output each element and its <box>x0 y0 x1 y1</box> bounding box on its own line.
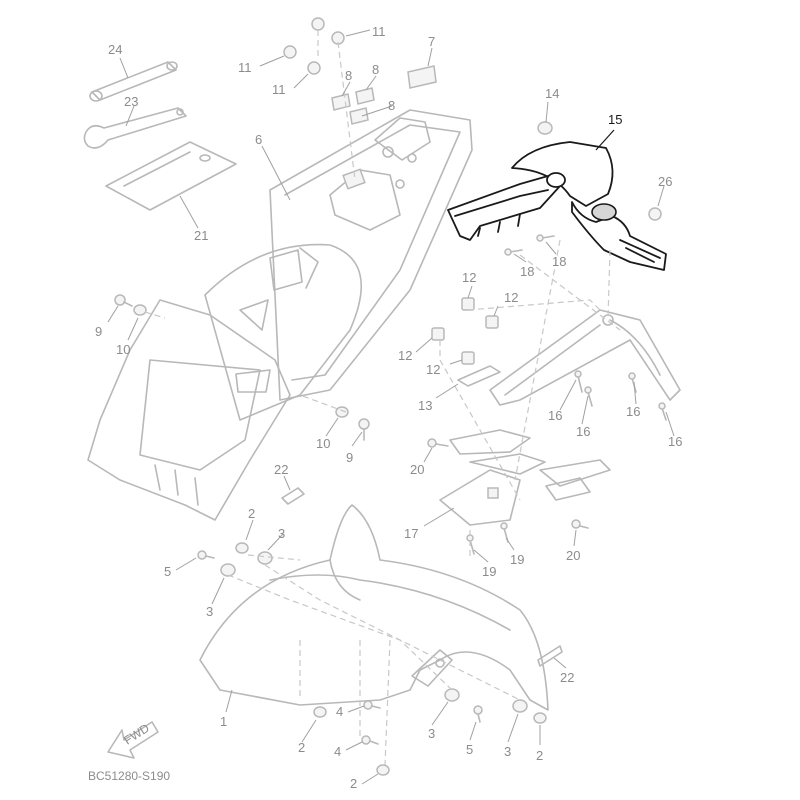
callout-22: 22 <box>274 462 288 477</box>
callout-2: 2 <box>350 776 357 791</box>
callout-21: 21 <box>194 228 208 243</box>
callout-3: 3 <box>278 526 285 541</box>
part-14-grommet[interactable] <box>537 121 553 135</box>
callout-10: 10 <box>316 436 330 451</box>
part-7-rubber[interactable] <box>407 65 437 89</box>
part-12-grommet-b[interactable] <box>485 315 499 329</box>
callout-12: 12 <box>426 362 440 377</box>
callout-18: 18 <box>520 264 534 279</box>
callout-7: 7 <box>428 34 435 49</box>
callout-11: 11 <box>272 82 286 97</box>
part-3-grommets <box>220 551 528 713</box>
callout-5: 5 <box>164 564 171 579</box>
part-22-label-b[interactable] <box>537 645 563 667</box>
callout-17: 17 <box>404 526 418 541</box>
diagram-code: BC51280-S190 <box>88 769 170 783</box>
callout-11: 11 <box>238 60 252 75</box>
part-16-screws <box>574 370 667 421</box>
callout-11: 11 <box>372 24 386 39</box>
callout-3: 3 <box>504 744 511 759</box>
callout-2: 2 <box>536 748 543 763</box>
part-19-screws <box>466 522 509 555</box>
part-8-damper-b[interactable] <box>355 87 375 105</box>
callout-10: 10 <box>116 342 130 357</box>
callout-18: 18 <box>552 254 566 269</box>
part-12-grommet-d[interactable] <box>461 351 475 365</box>
callout-16: 16 <box>548 408 562 423</box>
callout-9: 9 <box>95 324 102 339</box>
part-4-bolts <box>361 700 381 745</box>
callout-12: 12 <box>504 290 518 305</box>
part-24-tool-bar[interactable] <box>89 61 178 102</box>
part-26-cap[interactable] <box>648 207 662 221</box>
part-12-grommet-a[interactable] <box>461 297 475 311</box>
part-17-license-bracket[interactable] <box>439 429 611 526</box>
callout-labels: 1 2 2 2 2 3 3 3 3 4 4 5 5 6 7 8 8 8 9 9 … <box>95 24 682 791</box>
callout-9: 9 <box>346 450 353 465</box>
callout-4: 4 <box>334 744 341 759</box>
part-21-tool-bag[interactable] <box>105 141 237 211</box>
part-15-tail-bracket-highlighted[interactable] <box>447 141 667 271</box>
part-1-front-fender[interactable] <box>199 504 549 711</box>
part-2-washers <box>235 542 547 776</box>
callout-19: 19 <box>510 552 524 567</box>
callout-23: 23 <box>124 94 138 109</box>
callout-2: 2 <box>248 506 255 521</box>
leader-lines <box>107 29 675 785</box>
part-9-bolt-b[interactable] <box>358 418 370 441</box>
callout-4: 4 <box>336 704 343 719</box>
part-18-screws <box>504 234 555 256</box>
callout-5: 5 <box>466 742 473 757</box>
callout-20: 20 <box>410 462 424 477</box>
callout-24: 24 <box>108 42 122 57</box>
part-11-nut-c[interactable] <box>283 45 297 59</box>
tool-kit-group <box>83 61 237 211</box>
callout-8: 8 <box>388 98 395 113</box>
callout-6: 6 <box>255 132 262 147</box>
part-10-collar-b[interactable] <box>335 406 349 418</box>
callout-12: 12 <box>462 270 476 285</box>
part-22-label-a[interactable] <box>281 487 305 505</box>
forward-arrow-icon: FWD <box>107 721 159 759</box>
assembly-lines <box>144 30 621 766</box>
callout-3: 3 <box>428 726 435 741</box>
callout-8: 8 <box>345 68 352 83</box>
callout-16: 16 <box>668 434 682 449</box>
part-12-grommet-c[interactable] <box>431 327 445 341</box>
rear-bracket-assembly <box>489 309 681 406</box>
part-11-nut-a[interactable] <box>311 17 325 31</box>
callout-15-highlighted: 15 <box>608 112 622 127</box>
callout-16: 16 <box>576 424 590 439</box>
callout-14: 14 <box>545 86 559 101</box>
part-8-damper-a[interactable] <box>331 93 351 111</box>
part-23-spanner[interactable] <box>83 107 187 149</box>
callout-22: 22 <box>560 670 574 685</box>
callout-12: 12 <box>398 348 412 363</box>
part-5-bolts <box>197 550 483 723</box>
part-11-nut-d[interactable] <box>307 61 321 75</box>
callout-13: 13 <box>418 398 432 413</box>
part-8-damper-c[interactable] <box>349 107 369 125</box>
part-13-plate[interactable] <box>457 365 501 387</box>
part-6-rear-fender[interactable] <box>87 109 473 521</box>
part-10-collar-a[interactable] <box>133 304 147 316</box>
callout-2: 2 <box>298 740 305 755</box>
callout-3: 3 <box>206 604 213 619</box>
part-9-bolt-a[interactable] <box>114 294 133 307</box>
callout-1: 1 <box>220 714 227 729</box>
callout-19: 19 <box>482 564 496 579</box>
callout-16: 16 <box>626 404 640 419</box>
callout-8: 8 <box>372 62 379 77</box>
callout-26: 26 <box>658 174 672 189</box>
part-20-bolts <box>427 438 589 529</box>
callout-20: 20 <box>566 548 580 563</box>
